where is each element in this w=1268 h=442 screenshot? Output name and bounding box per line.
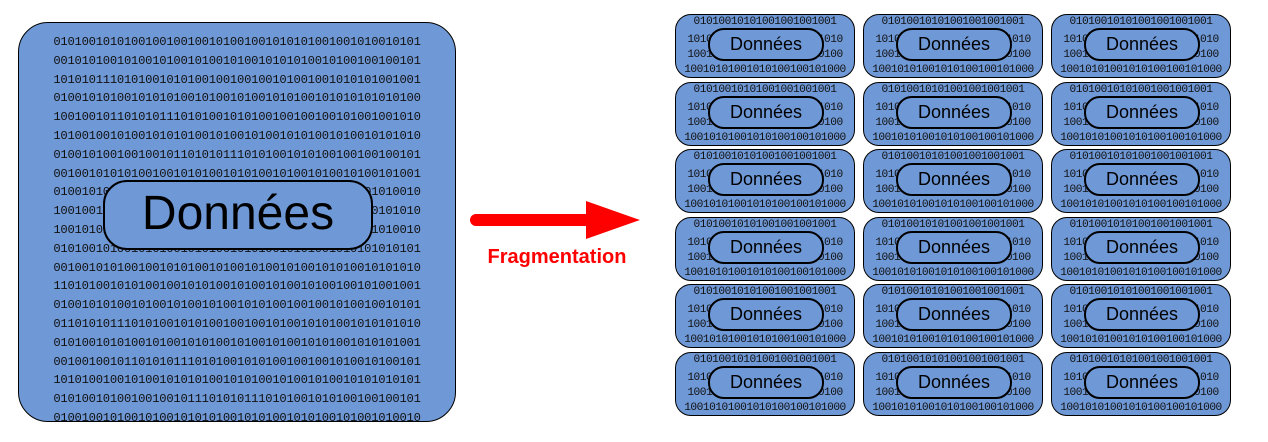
fragment-bits: 10010101001010100100101000	[872, 64, 1034, 76]
fragment-block: 0101001010100100100100110101010010101010…	[675, 216, 855, 281]
fragment-bits: 10010101001010100100101000	[872, 199, 1034, 211]
fragment-label: Données	[1084, 230, 1200, 264]
fragment-bits: 10010101001010100100101000	[684, 199, 846, 211]
fragment-bits: 01010010101001001001001	[1069, 286, 1213, 298]
fragment-label: Données	[1084, 365, 1200, 399]
fragment-bits: 01010010101001001001001	[693, 218, 837, 231]
fragment-label: Données	[896, 95, 1012, 129]
fragment-block: 0101001010100100100100110101010010101010…	[863, 81, 1043, 146]
fragment-bits: 10010101001010100100101000	[1060, 266, 1222, 279]
fragment-block: 0101001010100100100100110101010010101010…	[1051, 14, 1231, 78]
fragmentation-label: Fragmentation	[487, 246, 627, 268]
fragment-bits: 01010010101001001001001	[881, 151, 1025, 163]
fragment-label: Données	[1084, 298, 1200, 331]
source-data-block: 0101001010100100100100101001001010101001…	[18, 22, 456, 422]
fragment-bits: 10010101001010100100101000	[872, 266, 1034, 279]
fragment-label: Données	[896, 28, 1012, 61]
fragment-label: Données	[708, 365, 824, 399]
fragment-block: 0101001010100100100100110101010010101010…	[1051, 81, 1231, 146]
fragment-bits: 01010010101001001001001	[881, 83, 1025, 96]
fragment-bits: 01010010101001001001001	[1069, 218, 1213, 231]
fragment-bits: 01010010101001001001001	[881, 353, 1025, 366]
fragment-block: 0101001010100100100100110101010010101010…	[675, 149, 855, 213]
fragment-label: Données	[896, 163, 1012, 196]
fragment-label: Données	[708, 95, 824, 129]
fragment-block: 0101001010100100100100110101010010101010…	[863, 284, 1043, 348]
fragment-block: 0101001010100100100100110101010010101010…	[863, 216, 1043, 281]
fragment-block: 0101001010100100100100110101010010101010…	[1051, 351, 1231, 416]
fragment-label: Données	[896, 365, 1012, 399]
fragment-bits: 10010101001010100100101000	[1060, 64, 1222, 76]
fragment-bits: 01010010101001001001001	[693, 286, 837, 298]
fragment-bits: 01010010101001001001001	[693, 151, 837, 163]
fragment-block: 0101001010100100100100110101010010101010…	[675, 81, 855, 146]
fragment-bits: 10010101001010100100101000	[684, 401, 846, 414]
fragment-label: Données	[896, 230, 1012, 264]
fragment-label: Données	[708, 298, 824, 331]
fragment-bits: 10010101001010100100101000	[1060, 334, 1222, 346]
fragment-block: 0101001010100100100100110101010010101010…	[1051, 149, 1231, 213]
fragment-bits: 01010010101001001001001	[881, 286, 1025, 298]
fragment-block: 0101001010100100100100110101010010101010…	[1051, 284, 1231, 348]
fragment-label: Données	[708, 230, 824, 264]
fragment-bits: 10010101001010100100101000	[1060, 199, 1222, 211]
fragment-label: Données	[1084, 28, 1200, 61]
fragment-bits: 10010101001010100100101000	[684, 131, 846, 144]
fragment-block: 0101001010100100100100110101010010101010…	[675, 14, 855, 78]
fragment-block: 0101001010100100100100110101010010101010…	[863, 14, 1043, 78]
fragment-block: 0101001010100100100100110101010010101010…	[863, 149, 1043, 213]
fragment-block: 0101001010100100100100110101010010101010…	[675, 284, 855, 348]
data-label: Données	[103, 180, 373, 250]
fragment-bits: 10010101001010100100101000	[872, 334, 1034, 346]
fragment-bits: 01010010101001001001001	[1069, 353, 1213, 366]
fragment-label: Données	[896, 298, 1012, 331]
fragment-bits: 01010010101001001001001	[881, 16, 1025, 28]
fragment-block: 0101001010100100100100110101010010101010…	[675, 351, 855, 416]
fragment-block: 0101001010100100100100110101010010101010…	[1051, 216, 1231, 281]
right-arrow-icon	[470, 201, 640, 239]
fragment-bits: 01010010101001001001001	[881, 218, 1025, 231]
fragment-bits: 01010010101001001001001	[1069, 16, 1213, 28]
fragment-bits: 01010010101001001001001	[1069, 83, 1213, 96]
fragment-bits: 10010101001010100100101000	[1060, 401, 1222, 414]
fragment-bits: 01010010101001001001001	[693, 83, 837, 96]
fragment-label: Données	[1084, 163, 1200, 196]
fragment-block: 0101001010100100100100110101010010101010…	[863, 351, 1043, 416]
fragment-label: Données	[1084, 95, 1200, 129]
fragment-bits: 01010010101001001001001	[693, 16, 837, 28]
fragment-bits: 01010010101001001001001	[1069, 151, 1213, 163]
fragment-bits: 10010101001010100100101000	[684, 64, 846, 76]
fragment-bits: 10010101001010100100101000	[872, 401, 1034, 414]
fragment-label: Données	[708, 28, 824, 61]
fragment-bits: 10010101001010100100101000	[872, 131, 1034, 144]
fragment-label: Données	[708, 163, 824, 196]
fragment-bits: 10010101001010100100101000	[684, 334, 846, 346]
fragment-bits: 10010101001010100100101000	[1060, 131, 1222, 144]
fragment-bits: 10010101001010100100101000	[684, 266, 846, 279]
fragment-bits: 01010010101001001001001	[693, 353, 837, 366]
